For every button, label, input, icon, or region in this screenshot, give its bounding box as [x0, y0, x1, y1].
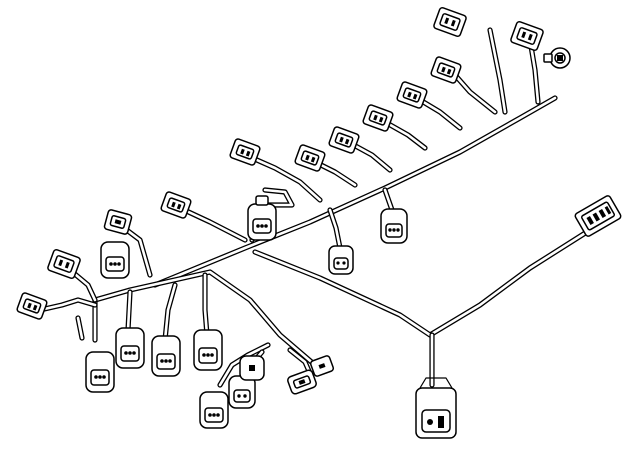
connector-c-mid-4 — [328, 245, 354, 275]
connector-c-mid-2 — [247, 195, 277, 241]
connector-c-mid-1 — [160, 191, 192, 219]
connector-c-bot-8 — [287, 369, 317, 395]
connector-c-top-5 — [396, 81, 428, 109]
connector-c-bot-6 — [228, 375, 256, 409]
connector-c-top-9 — [229, 138, 261, 166]
connector-c-left-2 — [47, 248, 81, 280]
lower-trunk — [252, 227, 593, 338]
connector-c-bot-7 — [239, 355, 265, 381]
connector-c-bot-2 — [115, 327, 145, 369]
connectors — [16, 6, 622, 439]
connector-c-top-3 — [543, 47, 571, 69]
connector-c-bot-5 — [199, 391, 229, 429]
connector-c-top-7 — [328, 126, 360, 154]
connector-c-left-4 — [100, 241, 130, 279]
connector-c-mid-3 — [380, 208, 408, 244]
connector-c-left-1 — [103, 209, 133, 235]
main-trunk — [152, 95, 558, 288]
connector-c-right-1 — [574, 195, 622, 237]
connector-c-bot-4 — [193, 329, 223, 371]
connector-c-top-1 — [433, 6, 467, 38]
connector-c-bot-3 — [151, 335, 181, 377]
connector-c-top-8 — [294, 144, 326, 172]
connector-c-top-2 — [510, 20, 544, 52]
connector-c-bot-9 — [309, 355, 335, 377]
connector-c-main — [415, 377, 457, 439]
connector-c-bot-1 — [85, 351, 115, 393]
connector-c-top-6 — [362, 104, 394, 132]
connector-c-left-3 — [16, 292, 48, 320]
connector-c-top-4 — [430, 56, 462, 84]
